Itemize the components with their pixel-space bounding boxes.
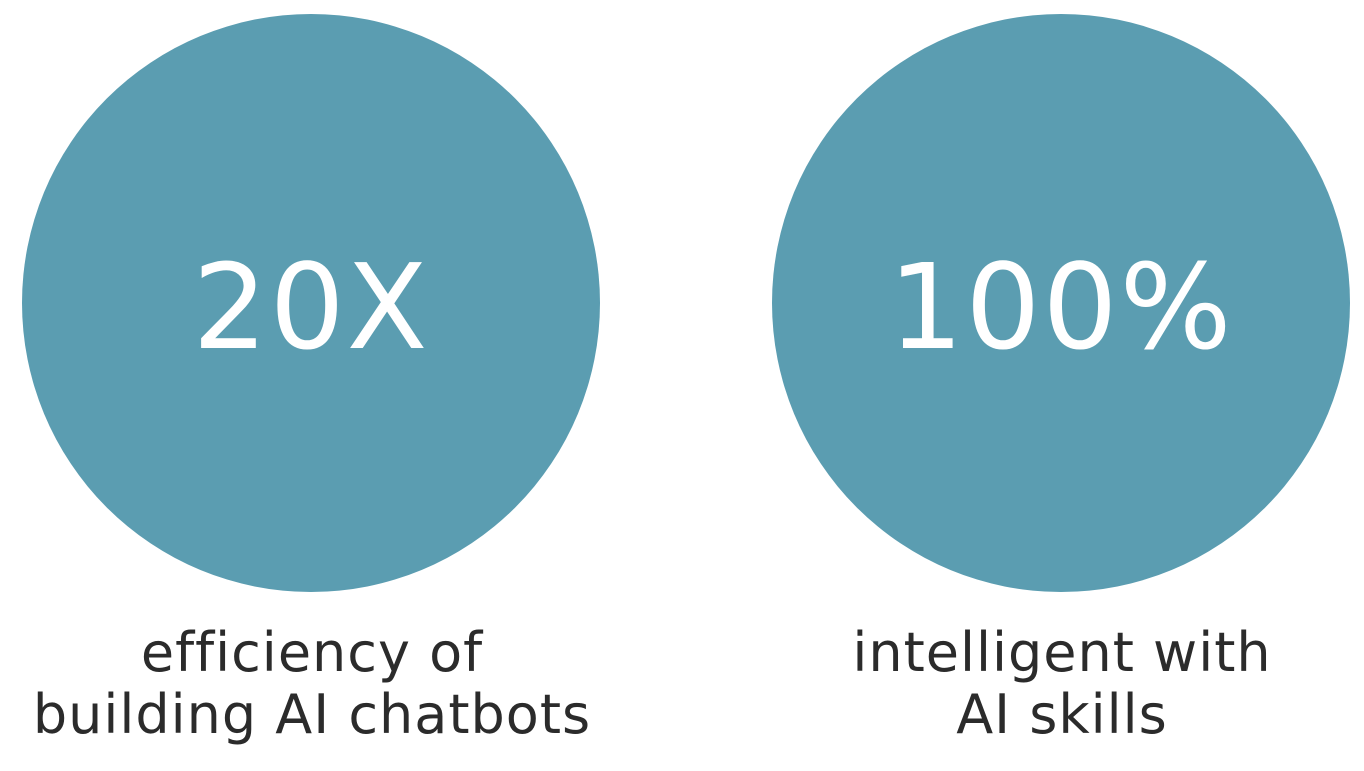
- stat-caption-efficiency-line2: building AI chatbots: [32, 683, 592, 746]
- stat-intelligence: 100% intelligent with AI skills: [772, 0, 1352, 771]
- stat-caption-efficiency: efficiency of building AI chatbots: [2, 622, 622, 746]
- stat-efficiency: 20X efficiency of building AI chatbots: [22, 0, 602, 771]
- stat-caption-intelligence-line2: AI skills: [956, 683, 1168, 746]
- stat-circle-intelligence: 100%: [772, 14, 1350, 592]
- stat-value-efficiency: 20X: [192, 238, 430, 376]
- stat-caption-efficiency-line1: efficiency of: [140, 621, 484, 684]
- stat-value-intelligence: 100%: [888, 238, 1234, 376]
- stat-caption-intelligence: intelligent with AI skills: [752, 622, 1364, 746]
- stat-circle-efficiency: 20X: [22, 14, 600, 592]
- stat-caption-intelligence-line1: intelligent with: [852, 621, 1272, 684]
